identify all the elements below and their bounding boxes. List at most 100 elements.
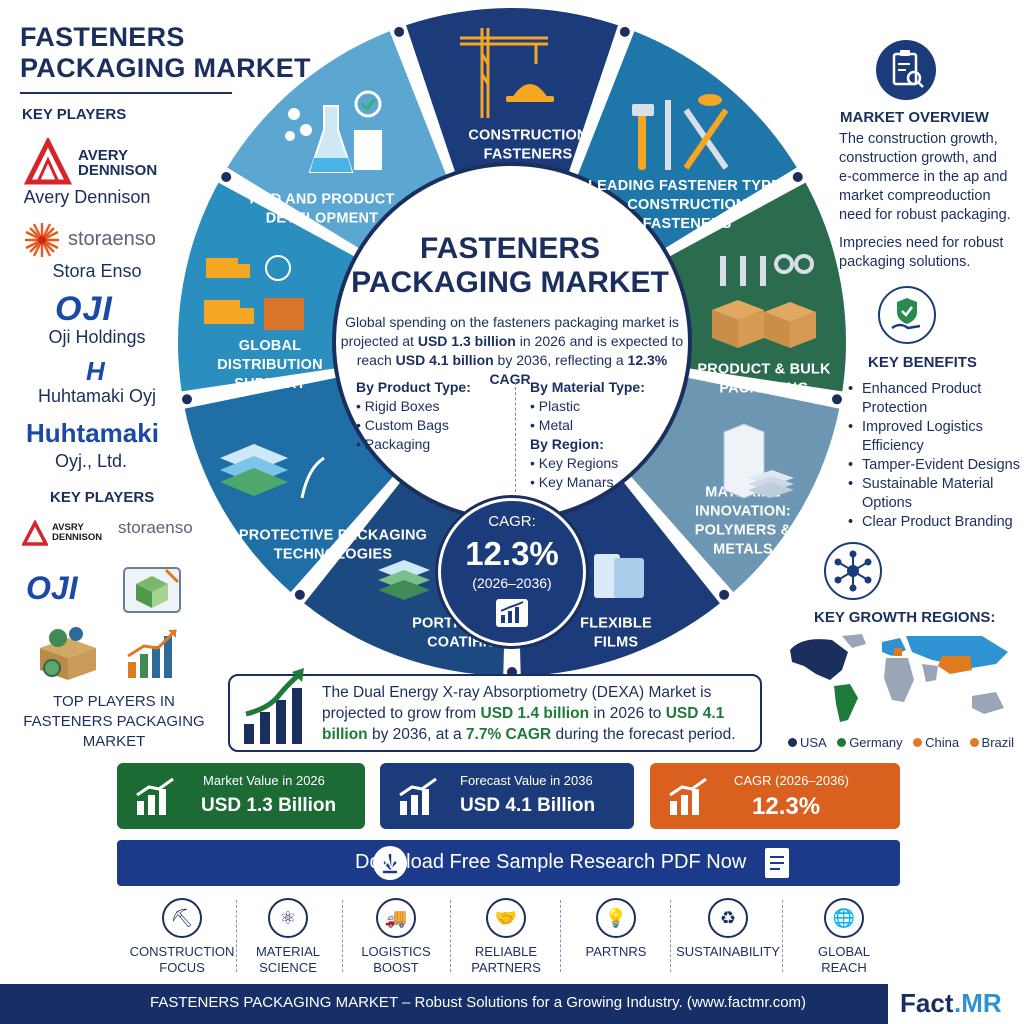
wheel-divider-dot xyxy=(829,392,844,407)
benefit-item: Clear Product Branding xyxy=(848,513,1024,532)
cagr-badge: CAGR: 12.3% (2026–2036) xyxy=(438,498,586,646)
player-name-huhtamaki: Huhtamaki Oyj xyxy=(37,386,157,406)
player-name-huhtamaki-ltd: Oyj., Ltd. xyxy=(54,451,128,471)
key-benefits-heading: KEY BENEFITS xyxy=(868,354,977,371)
shield-hand-icon xyxy=(878,286,936,344)
growth-regions-heading: KEY GROWTH REGIONS: xyxy=(814,609,996,626)
oji-logo: OJI xyxy=(55,290,113,328)
page-title: FASTENERS PACKAGING MARKET xyxy=(20,22,311,83)
growth-chart-icon xyxy=(124,626,184,687)
factmr-logo: Fact .MR xyxy=(888,984,1024,1024)
segment-label: LEADING FASTENER TYPE: xyxy=(588,178,786,194)
segment-label: POLYMERS & xyxy=(695,523,792,539)
wheel-divider-dot xyxy=(790,170,805,184)
document-icon xyxy=(765,848,789,878)
stat-card-forecast-value: Forecast Value in 2036 USD 4.1 Billion xyxy=(380,763,634,829)
wheel-divider-dot xyxy=(617,24,632,39)
stora-enso-logo: storaenso xyxy=(22,220,182,260)
segment-label: PACKAGING xyxy=(719,381,808,397)
film-bags-icon xyxy=(590,548,650,607)
dexa-callout xyxy=(228,674,762,752)
crane-icon: ⛏ xyxy=(162,898,202,938)
legend-usa: USA xyxy=(788,735,827,750)
feature-separator xyxy=(670,900,671,972)
segment-label: PROTECTIVE PACKAGING xyxy=(239,528,427,544)
stat-card-market-value: Market Value in 2026 USD 1.3 Billion xyxy=(117,763,365,829)
bolts-boxes-icon xyxy=(706,250,818,359)
avery-logo-text: AVERY DENNISON xyxy=(78,147,158,179)
by-product-block: By Product Type: • Rigid Boxes • Custom … xyxy=(356,379,471,452)
segment-label: R&D AND PRODUCT xyxy=(249,192,394,208)
wheel-segment xyxy=(184,377,395,593)
segment-label: FASTENERS xyxy=(643,216,732,232)
wheel-segment xyxy=(577,31,797,249)
stora-small-logo: storaenso xyxy=(118,518,193,537)
growth-arrow-icon xyxy=(240,664,314,751)
containers-icon xyxy=(718,420,798,515)
crane-helmet-icon xyxy=(452,24,568,127)
center-divider xyxy=(515,382,516,492)
globe-icon: 🌐 xyxy=(824,898,864,938)
player-name-avery: Avery Dennison xyxy=(23,187,151,207)
dexa-text: The Dual Energy X-ray Absorptiometry (DE… xyxy=(322,684,736,743)
package-box-icon xyxy=(122,564,184,621)
segment-label: FLEXIBLE xyxy=(580,616,652,632)
footer-text: FASTENERS PACKAGING MARKET – Robust Solu… xyxy=(150,994,807,1011)
bar-chart-icon xyxy=(399,777,437,815)
lightbulb-icon: 💡 xyxy=(596,898,636,938)
avery-dennison-logo: AVERY DENNISON xyxy=(22,136,182,186)
clipboard-icon xyxy=(876,40,936,100)
footer-bar xyxy=(0,984,1024,1024)
benefit-item: Tamper-Evident Designs xyxy=(848,456,1024,475)
feature-separator xyxy=(560,900,561,972)
wheel-segment xyxy=(178,182,356,392)
feature-separator xyxy=(450,900,451,972)
center-description: Global spending on the fasteners packagi… xyxy=(340,314,684,387)
center-title: FASTENERS PACKAGING MARKET xyxy=(351,232,669,299)
legend-brazil: Brazil xyxy=(969,735,1014,750)
key-players-heading: KEY PLAYERS xyxy=(22,106,127,123)
wheel-divider-dot xyxy=(219,170,234,184)
gears-box-icon xyxy=(32,624,104,687)
segment-label: METALS xyxy=(713,542,773,558)
feature-separator xyxy=(342,900,343,972)
feature-separator xyxy=(782,900,783,972)
download-button-label: Download Free Sample Research PDF Now xyxy=(355,851,747,873)
wheel-divider-dot xyxy=(180,392,195,407)
wheel-divider-dot xyxy=(392,24,407,39)
feature-item: ♻SUSTAINABILITY xyxy=(672,898,784,960)
avery-small-logo: AVSRY DENNISON xyxy=(22,520,112,550)
segment-label: FASTENERS xyxy=(484,147,573,163)
segment-label: FILMS xyxy=(594,635,639,651)
segment-label: PRODUCT & BULK xyxy=(697,362,831,378)
market-overview-heading: MARKET OVERVIEW xyxy=(840,109,989,126)
segment-label: GLOBAL xyxy=(239,338,301,354)
segment-label: SUPPORT xyxy=(234,376,306,392)
player-name-stora: Stora Enso xyxy=(52,261,142,281)
by-material-block: By Material Type: • Plastic • Metal By R… xyxy=(530,379,645,490)
download-sample-button[interactable]: Download Free Sample Research PDF Now xyxy=(117,840,900,886)
tools-icon xyxy=(630,90,740,181)
layers-icon xyxy=(214,438,334,523)
bar-chart-icon xyxy=(669,777,707,815)
feature-label: SUSTAINABILITY xyxy=(676,944,780,959)
legend-china: China xyxy=(913,735,959,750)
feature-separator xyxy=(236,900,237,972)
segment-label: INNOVATION: xyxy=(695,504,791,520)
wheel-divider-dot xyxy=(717,587,732,602)
key-players-heading-2: KEY PLAYERS xyxy=(50,489,155,506)
regions-legend: USA Germany China Brazil xyxy=(788,734,1024,752)
wheel-segment xyxy=(406,7,618,174)
coating-layers-icon xyxy=(374,556,434,611)
